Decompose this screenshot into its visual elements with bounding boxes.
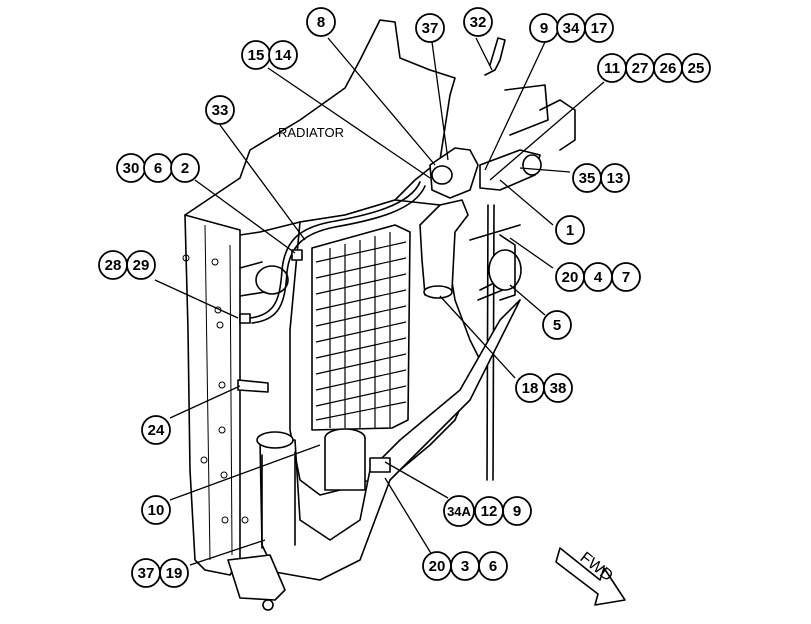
callout-32: 32 xyxy=(463,7,493,37)
callout-7: 7 xyxy=(611,262,641,292)
svg-text:25: 25 xyxy=(688,60,705,77)
svg-text:8: 8 xyxy=(317,14,325,31)
upper-hose-body xyxy=(419,199,469,296)
callout-20-mid: 20 xyxy=(555,262,585,292)
svg-text:6: 6 xyxy=(489,558,497,575)
callout-9-bottom: 9 xyxy=(502,496,532,526)
svg-text:18: 18 xyxy=(522,380,539,397)
forward-arrow: FWD xyxy=(555,547,626,606)
callout-6-left: 6 xyxy=(143,153,173,183)
svg-text:13: 13 xyxy=(607,170,624,187)
callout-24: 24 xyxy=(141,415,171,445)
callout-5: 5 xyxy=(542,310,572,340)
tube-fitting xyxy=(239,313,251,324)
callout-20-bottom: 20 xyxy=(422,551,452,581)
svg-text:28: 28 xyxy=(105,257,122,274)
callout-34A: 34A xyxy=(443,495,475,527)
svg-text:20: 20 xyxy=(429,558,446,575)
svg-text:20: 20 xyxy=(562,269,579,286)
callout-10: 10 xyxy=(141,495,171,525)
svg-text:9: 9 xyxy=(513,503,521,520)
radiator-label: RADIATOR xyxy=(278,125,344,140)
svg-text:5: 5 xyxy=(553,317,561,334)
callout-37-bottom: 37 xyxy=(131,558,161,588)
svg-text:34A: 34A xyxy=(447,504,471,519)
svg-text:37: 37 xyxy=(422,20,439,37)
svg-text:29: 29 xyxy=(133,257,150,274)
callout-13: 13 xyxy=(600,163,630,193)
callout-26: 26 xyxy=(653,53,683,83)
svg-text:17: 17 xyxy=(591,20,608,37)
callout-4: 4 xyxy=(583,262,613,292)
callout-19: 19 xyxy=(159,558,189,588)
callout-12: 12 xyxy=(474,496,504,526)
svg-text:2: 2 xyxy=(181,160,189,177)
callout-6-bottom: 6 xyxy=(478,551,508,581)
callout-8: 8 xyxy=(306,7,336,37)
svg-text:11: 11 xyxy=(604,60,620,77)
svg-text:27: 27 xyxy=(632,60,649,77)
callout-38: 38 xyxy=(543,373,573,403)
lower-mount-bracket xyxy=(227,554,286,601)
callout-33: 33 xyxy=(205,95,235,125)
leader-lines xyxy=(154,37,605,566)
callout-1: 1 xyxy=(555,215,585,245)
callout-3: 3 xyxy=(450,551,480,581)
svg-text:3: 3 xyxy=(461,558,469,575)
callout-14: 14 xyxy=(268,40,298,70)
callout-29: 29 xyxy=(126,250,156,280)
svg-text:34: 34 xyxy=(563,20,580,37)
svg-text:15: 15 xyxy=(248,47,265,64)
radiator-side-frame xyxy=(184,214,241,576)
svg-text:32: 32 xyxy=(470,14,487,31)
radiator-core-fins xyxy=(315,232,407,428)
svg-text:24: 24 xyxy=(148,422,165,439)
svg-text:6: 6 xyxy=(154,160,162,177)
callout-28: 28 xyxy=(98,250,128,280)
lower-clamp xyxy=(369,457,391,473)
svg-text:4: 4 xyxy=(594,269,603,286)
lower-hose xyxy=(256,299,521,581)
drain-valve xyxy=(237,379,269,393)
callout-30: 30 xyxy=(116,153,146,183)
svg-text:26: 26 xyxy=(660,60,677,77)
svg-text:10: 10 xyxy=(148,502,165,519)
callouts: 8 37 32 9 34 17 15 14 11 27 26 25 33 35 … xyxy=(98,7,711,588)
callout-35: 35 xyxy=(572,163,602,193)
lower-hose-body xyxy=(259,299,521,581)
svg-text:35: 35 xyxy=(579,170,596,187)
callout-18: 18 xyxy=(515,373,545,403)
callout-2: 2 xyxy=(170,153,200,183)
overflow-tube xyxy=(469,37,576,481)
svg-text:12: 12 xyxy=(481,503,498,520)
svg-text:33: 33 xyxy=(212,102,229,119)
tube-clip xyxy=(291,249,303,261)
svg-text:30: 30 xyxy=(123,160,140,177)
callout-34-top: 34 xyxy=(556,13,586,43)
svg-text:9: 9 xyxy=(540,20,548,37)
radiator-fill-neck xyxy=(255,265,289,295)
svg-text:38: 38 xyxy=(550,380,567,397)
callout-27: 27 xyxy=(625,53,655,83)
svg-text:37: 37 xyxy=(138,565,155,582)
svg-text:1: 1 xyxy=(566,222,574,239)
svg-text:19: 19 xyxy=(166,565,183,582)
upper-hose xyxy=(419,147,542,299)
thermostat-housing xyxy=(429,147,479,199)
radiator-top-tank xyxy=(184,19,456,246)
vent-tube xyxy=(249,181,421,319)
svg-text:7: 7 xyxy=(622,269,630,286)
callout-17: 17 xyxy=(584,13,614,43)
callout-25: 25 xyxy=(681,53,711,83)
radiator-core xyxy=(311,224,411,431)
callout-15: 15 xyxy=(241,40,271,70)
callout-9-top: 9 xyxy=(529,13,559,43)
callout-11: 11 xyxy=(597,53,627,83)
svg-text:14: 14 xyxy=(275,47,292,64)
callout-37-top: 37 xyxy=(415,13,445,43)
